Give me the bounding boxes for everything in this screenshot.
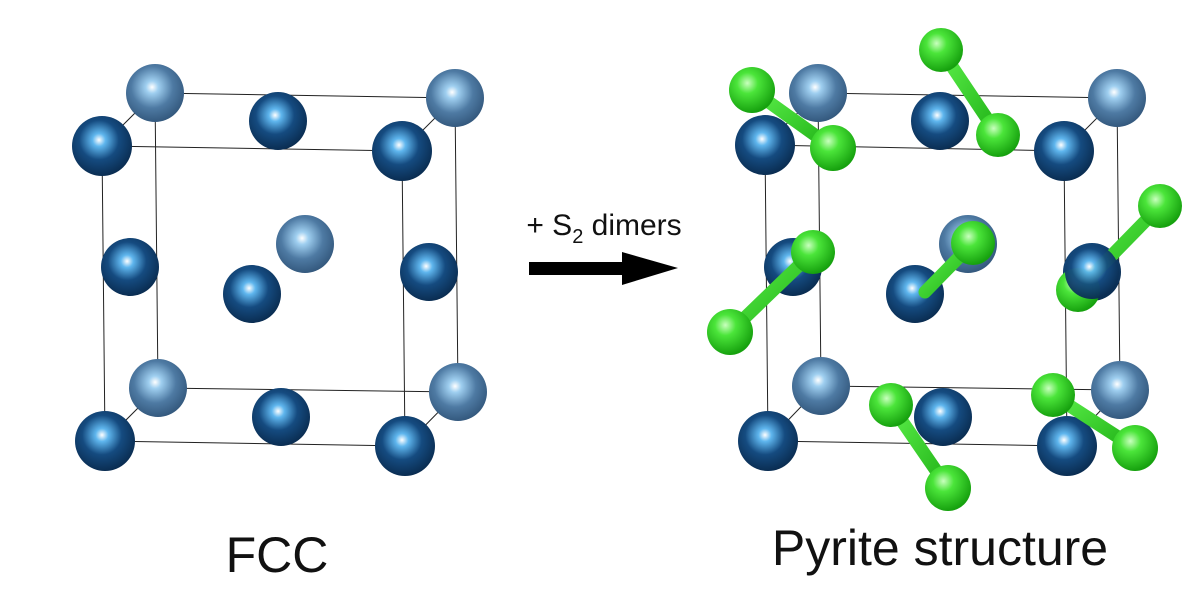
sulfur-atom — [951, 221, 995, 265]
sulfur-atom — [976, 113, 1020, 157]
metal-atom — [126, 64, 184, 122]
arrow-label: + S2 dimers — [526, 209, 681, 248]
metal-atom — [911, 92, 969, 150]
metal-atom — [252, 388, 310, 446]
sulfur-atom — [707, 309, 753, 355]
metal-atom — [400, 243, 458, 301]
sulfur-atom — [810, 125, 856, 171]
sulfur-atom — [729, 67, 775, 113]
metal-atom — [223, 265, 281, 323]
arrow-head — [622, 252, 678, 285]
sulfur-atom — [791, 230, 835, 274]
metal-atom — [1088, 69, 1146, 127]
metal-atom — [789, 64, 847, 122]
metal-atom — [426, 69, 484, 127]
sulfur-atom — [1138, 184, 1182, 228]
metal-atom — [738, 411, 798, 471]
sulfur-atom — [1031, 373, 1075, 417]
sulfur-atom — [925, 465, 971, 511]
s2-dimer — [707, 230, 835, 355]
metal-atom — [375, 416, 435, 476]
metal-atom — [1037, 416, 1097, 476]
metal-atom — [129, 359, 187, 417]
transformation-arrow: + S2 dimers — [526, 209, 682, 285]
metal-atom — [72, 116, 132, 176]
sulfur-atom — [919, 28, 963, 72]
metal-atom — [249, 92, 307, 150]
metal-atom — [735, 115, 795, 175]
s2-dimer — [729, 67, 856, 171]
s2-dimer — [1056, 184, 1182, 312]
fcc-label: FCC — [226, 527, 329, 583]
metal-atom — [372, 121, 432, 181]
metal-atom — [1065, 245, 1119, 299]
pyrite-label: Pyrite structure — [772, 520, 1108, 576]
sulfur-atom — [869, 383, 913, 427]
metal-atom — [914, 388, 972, 446]
metal-atom — [276, 215, 334, 273]
s2-dimer — [1031, 373, 1158, 471]
s2-dimer — [918, 221, 995, 299]
metal-atom — [792, 357, 850, 415]
metal-atom — [101, 238, 159, 296]
sulfur-atom — [1112, 425, 1158, 471]
pyrite-unit-cell — [707, 28, 1182, 511]
metal-atom — [1091, 361, 1149, 419]
metal-atom — [75, 411, 135, 471]
fcc-unit-cell — [72, 64, 487, 476]
s2-dimer — [869, 383, 971, 511]
metal-atom — [429, 363, 487, 421]
metal-atom — [1034, 121, 1094, 181]
arrow-shaft — [529, 262, 629, 275]
